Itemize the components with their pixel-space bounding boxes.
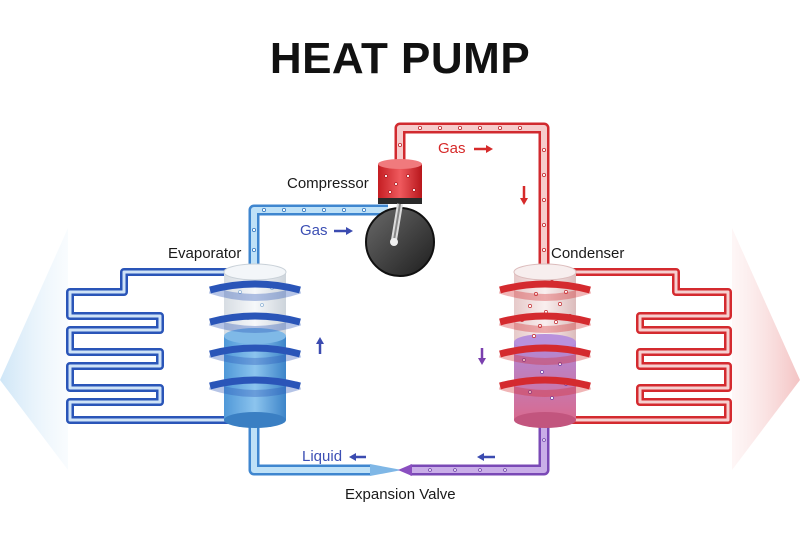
gas-hot-label: Gas bbox=[438, 140, 466, 157]
diagram-title: HEAT PUMP bbox=[269, 34, 531, 83]
evaporator-coil bbox=[208, 280, 302, 397]
expansion-valve-outlet bbox=[398, 464, 412, 476]
pipe-bubbles bbox=[251, 126, 547, 472]
evaporator-label: Evaporator bbox=[168, 245, 242, 262]
condenser-fins bbox=[548, 268, 732, 424]
compressor bbox=[365, 159, 435, 277]
arrow-right-gas-hot-icon bbox=[474, 145, 493, 153]
condenser-label: Condenser bbox=[551, 245, 625, 262]
arrow-right-gas-cold-icon bbox=[334, 227, 353, 235]
arrow-up-evaporator-icon bbox=[316, 337, 324, 354]
arrow-left-mixed-icon bbox=[477, 453, 495, 461]
arrow-down-condenser-pipe-icon bbox=[520, 186, 528, 205]
condenser-coil bbox=[498, 280, 592, 397]
gas-cold-label: Gas bbox=[300, 222, 328, 239]
hot-air-arrow bbox=[732, 228, 800, 470]
cold-air-arrow bbox=[0, 228, 68, 470]
pipe-liquid bbox=[248, 420, 372, 476]
flow-arrows bbox=[316, 145, 528, 461]
evaporator-fins bbox=[66, 268, 250, 424]
expansion-valve bbox=[370, 464, 402, 476]
compressor-label: Compressor bbox=[287, 175, 369, 192]
liquid-label: Liquid bbox=[302, 448, 343, 465]
expansion-valve-label: Expansion Valve bbox=[345, 486, 456, 503]
pipe-mixed bbox=[410, 420, 550, 476]
arrow-down-condenser-icon bbox=[478, 348, 486, 365]
arrow-left-liquid-icon bbox=[349, 453, 366, 461]
